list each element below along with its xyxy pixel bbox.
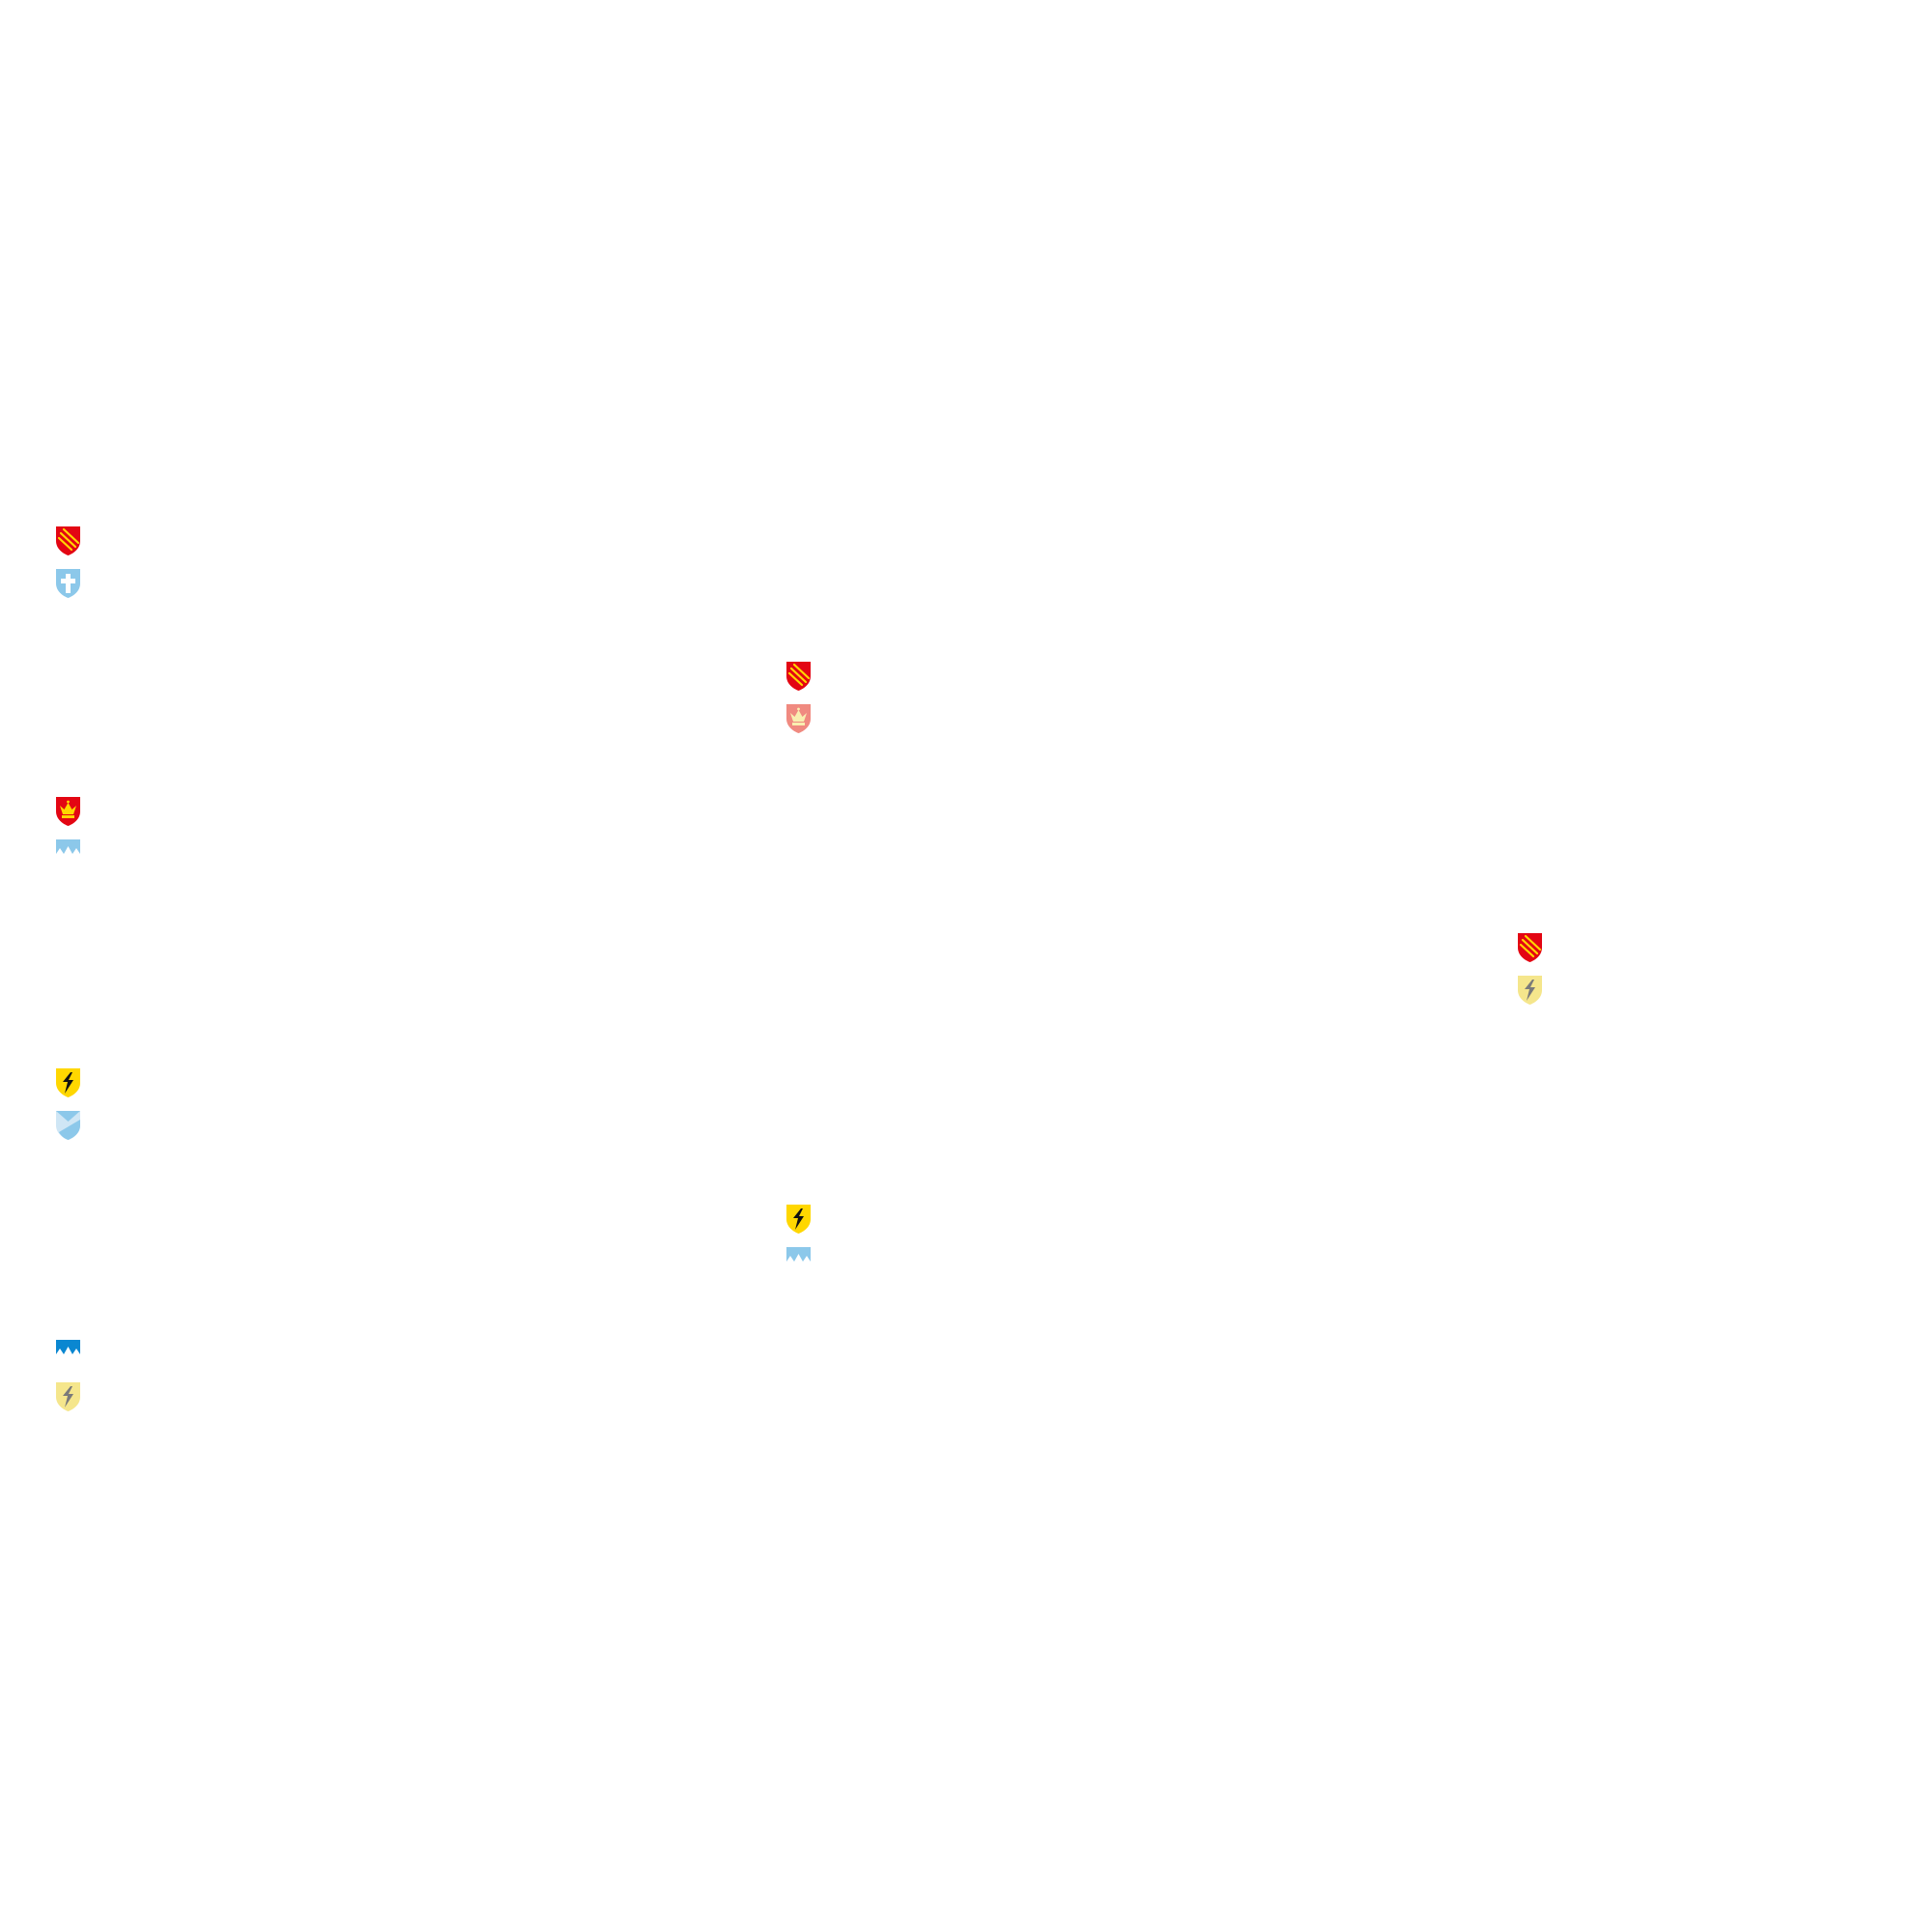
arms-pale-yellow-bolt-icon (1517, 975, 1543, 1006)
arms-red-claw-icon (55, 526, 81, 556)
arms-pale-blue-mountain-icon (55, 838, 81, 869)
arms-pair (55, 1067, 86, 1145)
arms-pair (785, 661, 816, 738)
arms-yellow-bolt-icon (55, 1067, 81, 1098)
arms-pale-blue-cross-icon (55, 568, 81, 599)
arms-pair (55, 796, 86, 873)
arms-yellow-bolt-icon (785, 1204, 812, 1235)
arms-red-crown-icon (55, 796, 81, 827)
arms-red-claw-icon (1517, 932, 1543, 963)
arms-pair (55, 1339, 86, 1416)
arms-pale-red-crown-icon (785, 703, 812, 734)
arms-red-claw-icon (785, 661, 812, 692)
arms-pale-blue-chevron-icon (55, 1110, 81, 1141)
arms-pair (55, 526, 86, 603)
arms-pale-yellow-bolt-icon (55, 1381, 81, 1412)
arms-pair (1517, 932, 1548, 1009)
arms-blue-mountain-icon (55, 1339, 81, 1370)
arms-pale-blue-mountain-icon (785, 1246, 812, 1277)
arms-pair (785, 1204, 816, 1281)
